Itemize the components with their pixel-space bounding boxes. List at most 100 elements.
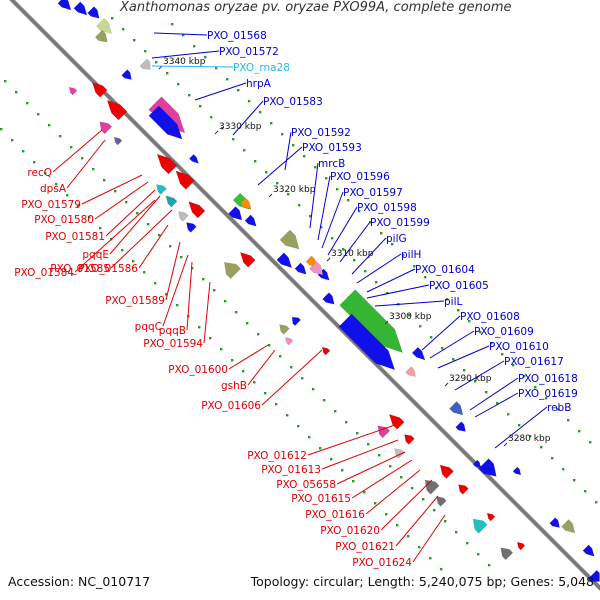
left-gene-label[interactable]: PXO_01585 (50, 263, 110, 275)
right-gene-label[interactable]: PXO_01608 (460, 311, 520, 323)
right-gene-label[interactable]: PXO_01596 (330, 171, 390, 183)
gene-arrow[interactable] (228, 206, 246, 224)
gene-arrow[interactable] (172, 167, 195, 190)
gene-arrow[interactable] (112, 135, 123, 146)
gene-arrow[interactable] (87, 6, 103, 22)
right-gene-label[interactable]: rebB (547, 402, 571, 414)
left-gene-label[interactable]: gshB (221, 380, 247, 392)
gene-arrow[interactable] (455, 421, 469, 435)
gene-arrow[interactable] (587, 569, 600, 586)
right-gene-label[interactable]: pilH (401, 249, 421, 261)
left-gene-label[interactable]: PXO_01615 (291, 493, 351, 505)
gene-arrow[interactable] (277, 322, 290, 335)
gene-arrow[interactable] (434, 494, 447, 507)
gene-arrow[interactable] (188, 153, 200, 165)
left-gene-label[interactable]: PXO_01580 (34, 214, 94, 226)
right-gene-label[interactable]: hrpA (246, 78, 272, 90)
left-gene-label[interactable]: pqqC (135, 321, 162, 333)
right-gene-label[interactable]: PXO_01597 (343, 187, 403, 199)
left-gene-label[interactable]: PXO_01594 (143, 338, 203, 350)
left-gene-label[interactable]: PXO_01621 (335, 541, 395, 553)
left-gene-label[interactable]: PXO_01612 (247, 450, 307, 462)
left-gene-label[interactable]: PXO_01584 (14, 267, 74, 279)
gene-arrow[interactable] (437, 462, 454, 479)
right-gene-label[interactable]: PXO_01605 (429, 280, 489, 292)
left-gene-label[interactable]: PXO_01606 (201, 400, 261, 412)
right-gene-label[interactable]: PXO_01572 (219, 46, 279, 58)
gene-arrow[interactable] (219, 257, 241, 279)
right-gene-label[interactable]: mrcB (318, 158, 345, 170)
left-gene-label[interactable]: PXO_01589 (105, 295, 165, 307)
gene-arrow[interactable] (94, 29, 111, 46)
gene-arrow[interactable] (411, 346, 428, 363)
gene-arrow[interactable] (421, 476, 440, 495)
gene-arrow[interactable] (497, 544, 514, 561)
right-gene-label[interactable]: PXO_01568 (207, 30, 267, 42)
gene-arrow[interactable] (185, 198, 206, 219)
gene-arrow[interactable] (237, 249, 256, 268)
left-gene-label[interactable]: dpsA (40, 183, 67, 195)
gene-arrow[interactable] (320, 345, 331, 356)
gene-arrow[interactable] (89, 79, 108, 98)
gene-arrow[interactable] (309, 261, 327, 279)
gene-arrow[interactable] (148, 105, 187, 144)
right-gene-label[interactable]: PXO_01609 (474, 326, 534, 338)
gene-arrow[interactable] (472, 459, 483, 470)
gene-arrow[interactable] (244, 214, 259, 229)
gene-arrow[interactable] (402, 432, 415, 445)
right-gene-label[interactable]: PXO_01592 (291, 127, 351, 139)
gene-arrow[interactable] (139, 58, 154, 73)
left-gene-label[interactable]: PXO_01579 (21, 199, 81, 211)
gene-arrow[interactable] (276, 252, 295, 271)
gene-arrow[interactable] (73, 1, 90, 18)
right-gene-label[interactable]: PXO_01619 (518, 388, 578, 400)
left-gene-label[interactable]: PXO_01620 (320, 525, 380, 537)
gene-arrow[interactable] (339, 289, 411, 361)
left-labels[interactable]: recQdpsAPXO_01579PXO_01580PXO_01581pqqEP… (14, 129, 446, 569)
right-gene-label[interactable]: PXO_01604 (415, 264, 475, 276)
gene-arrow[interactable] (154, 182, 167, 195)
gene-arrow[interactable] (96, 18, 115, 37)
gene-arrow[interactable] (153, 150, 178, 175)
right-gene-label[interactable]: PXO_01618 (518, 373, 578, 385)
left-gene-label[interactable]: PXO_01613 (261, 464, 321, 476)
right-gene-label[interactable]: PXO_01599 (370, 217, 430, 229)
left-gene-label[interactable]: PXO_05658 (276, 479, 336, 491)
gene-arrow[interactable] (549, 517, 563, 531)
right-gene-label[interactable]: PXO_01598 (357, 202, 417, 214)
right-gene-label[interactable]: pilL (444, 296, 462, 308)
left-gene-label[interactable]: recQ (27, 167, 52, 179)
gene-arrow[interactable] (582, 544, 597, 559)
right-gene-label[interactable]: PXO_01610 (489, 341, 549, 353)
left-gene-label[interactable]: PXO_01616 (305, 509, 365, 521)
left-gene-label[interactable]: pqqB (159, 325, 186, 337)
right-gene-label[interactable]: PXO_01617 (504, 356, 564, 368)
gene-arrow[interactable] (103, 96, 128, 121)
gene-arrow[interactable] (176, 209, 189, 222)
left-gene-label[interactable]: PXO_01624 (352, 557, 412, 569)
gene-arrow[interactable] (184, 220, 197, 233)
gene-arrow[interactable] (96, 118, 113, 135)
right-gene-label[interactable]: PXO_rna28 (233, 62, 290, 74)
gene-arrow[interactable] (322, 292, 338, 308)
right-gene-label[interactable]: PXO_01583 (263, 96, 323, 108)
left-gene-label[interactable]: pqqE (82, 249, 109, 261)
right-gene-label[interactable]: pilG (386, 233, 407, 245)
gene-arrow[interactable] (456, 482, 469, 495)
gene-arrow[interactable] (283, 335, 294, 346)
gene-arrow[interactable] (485, 511, 496, 522)
gene-arrow[interactable] (279, 229, 304, 254)
gene-arrow[interactable] (67, 85, 78, 96)
gene-arrow[interactable] (449, 401, 467, 419)
gene-arrow[interactable] (163, 193, 178, 208)
gene-arrow[interactable] (561, 519, 579, 537)
gene-arrow[interactable] (392, 446, 405, 459)
gene-arrow[interactable] (515, 540, 526, 551)
gene-arrow[interactable] (57, 0, 74, 13)
gene-arrow[interactable] (338, 313, 401, 376)
gene-arrow[interactable] (239, 197, 254, 212)
gene-arrow[interactable] (121, 69, 135, 83)
gene-arrow[interactable] (469, 515, 488, 534)
left-gene-label[interactable]: PXO_01600 (168, 364, 228, 376)
